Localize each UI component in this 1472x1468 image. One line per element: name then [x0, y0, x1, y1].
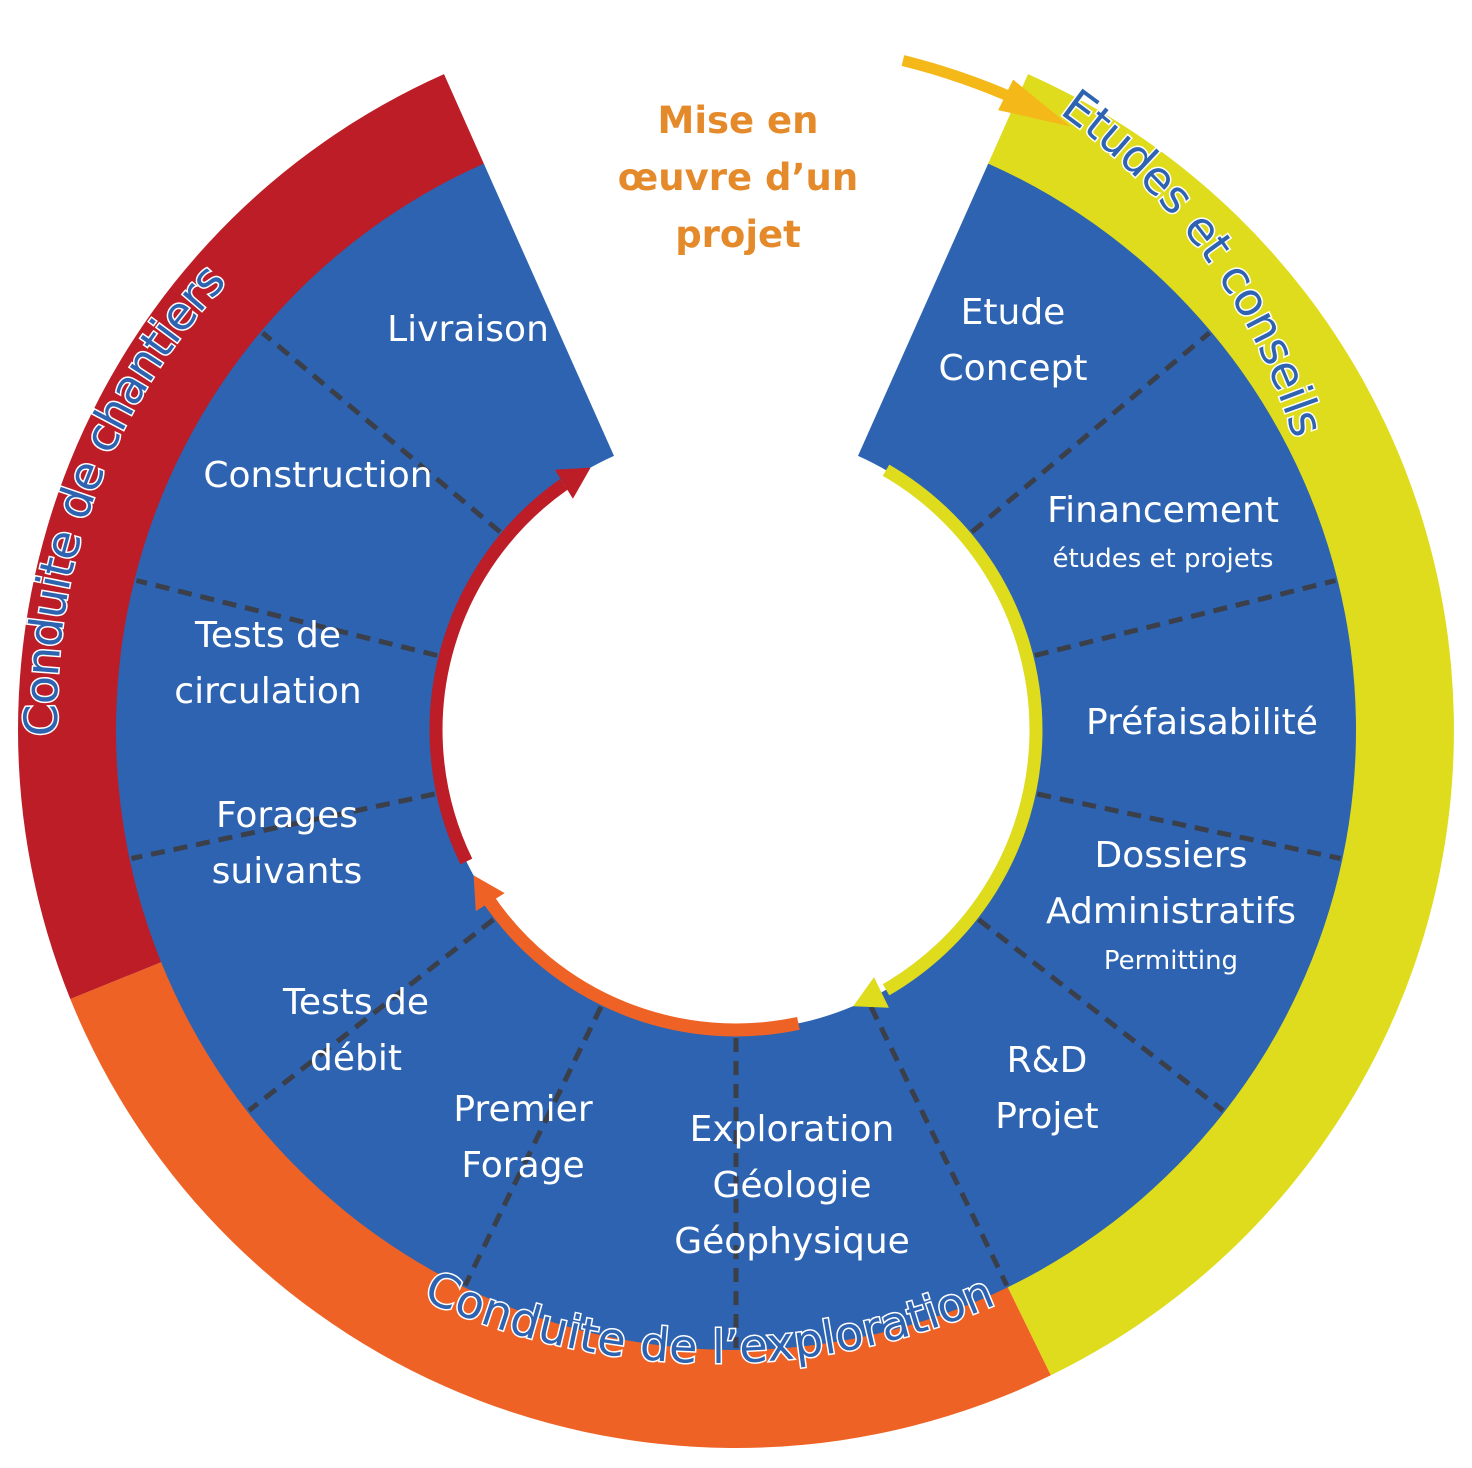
segment-label: Forages suivants — [212, 795, 363, 892]
segment-divider — [135, 578, 438, 658]
segment-label-line: Forage — [461, 1145, 584, 1186]
arrow-arc-yellow — [882, 464, 1043, 996]
diagram-title: Mise en œuvre d’un projet — [588, 92, 888, 263]
segment-label: Tests de circulation — [174, 615, 361, 712]
segment-label: Construction — [203, 455, 432, 496]
segment-label-line: Dossiers — [1095, 835, 1248, 876]
segment-dividers — [130, 330, 1342, 1348]
segment-divider — [1034, 578, 1337, 658]
segment-label-line: Livraison — [387, 309, 549, 350]
segment-label-line: Géologie — [712, 1165, 871, 1206]
segment-divider — [260, 330, 502, 534]
segment-divider — [868, 1005, 1010, 1287]
segment-label: Préfaisabilité — [1086, 702, 1318, 743]
segment-label-line: Projet — [995, 1096, 1098, 1137]
arrow-arc-orange — [481, 894, 800, 1037]
segment-divider — [247, 917, 495, 1113]
segment-label-line: Forages — [216, 795, 358, 836]
segment-label-line: Tests de — [282, 982, 429, 1023]
band-conduite-chantiers — [18, 74, 485, 1000]
segment-divider — [130, 791, 436, 861]
arrow-head-gold — [998, 79, 1071, 127]
segment-label-line: Exploration — [690, 1109, 895, 1150]
segment-label-line: Géophysique — [674, 1221, 910, 1262]
segment-label-line: Administratifs — [1046, 891, 1296, 932]
band-conduite-exploration — [70, 961, 1051, 1448]
title-line-1: Mise en — [657, 99, 819, 142]
title-line-3: projet — [675, 213, 801, 256]
band-etudes-conseils — [987, 74, 1454, 1376]
arrow-head-orange — [473, 875, 505, 912]
segment-label-line: débit — [310, 1038, 402, 1079]
segment-label-line: Etude — [961, 292, 1066, 333]
segment-sublabel: études et projets — [1053, 544, 1274, 574]
segment-label-line: Tests de — [194, 615, 341, 656]
segment-label-line: circulation — [174, 671, 361, 712]
segment-label-line: R&D — [1007, 1040, 1088, 1081]
segment-divider — [970, 330, 1212, 534]
segment-label-line: suivants — [212, 851, 363, 892]
segment-divider — [462, 1005, 604, 1287]
title-line-2: œuvre d’un — [617, 156, 859, 199]
arrow-head-yellow — [853, 977, 889, 1008]
segment-sublabel: Permitting — [1104, 946, 1238, 976]
segment-label: Financement études et projets — [1047, 490, 1279, 574]
inner-ring — [116, 163, 1356, 1350]
segment-label: Livraison — [387, 309, 549, 350]
segment-label: Tests de débit — [282, 982, 429, 1079]
outer-bands — [18, 74, 1454, 1448]
segment-label-line: Premier — [453, 1089, 592, 1130]
segment-label-line: Construction — [203, 455, 432, 496]
segment-divider — [1036, 791, 1342, 861]
segment-label-line: Financement — [1047, 490, 1279, 531]
inner-ring-fill — [116, 163, 1356, 1350]
segment-label-line: Concept — [939, 348, 1088, 389]
segment-label: R&D Projet — [995, 1040, 1098, 1137]
segment-divider — [977, 917, 1225, 1113]
segment-label-line: Préfaisabilité — [1086, 702, 1318, 743]
arrow-arc-red — [429, 478, 568, 865]
arrow-head-red — [554, 467, 591, 499]
cycle-arrows — [429, 55, 1071, 1037]
